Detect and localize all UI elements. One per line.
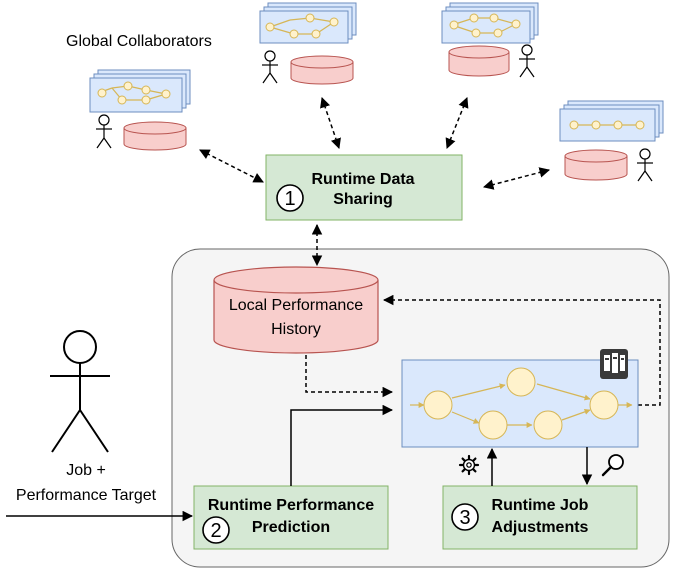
workflow-node (533, 410, 563, 440)
job-label-line1: Job + (66, 462, 106, 479)
prediction-to-workflow-arrow (290, 404, 394, 486)
local-performance-history: Local Performance History (213, 266, 379, 354)
sync-arrow-left (199, 149, 264, 183)
runtime-data-sharing-line2: Sharing (333, 191, 393, 208)
person-icon (637, 148, 653, 182)
person-icon (519, 44, 535, 78)
workflow-node (423, 390, 453, 420)
runtime-data-sharing-line1: Runtime Data (311, 171, 414, 188)
runtime-job-adj-line1: Runtime Job (492, 497, 589, 514)
workflow-node (506, 367, 536, 397)
workflow-icon (259, 2, 357, 44)
local-history-line2: History (271, 321, 321, 338)
runtime-job-adj-line2: Adjustments (492, 519, 589, 536)
job-label-line2: Performance Target (16, 487, 157, 504)
history-to-workflow-arrow (305, 355, 394, 398)
sync-arrow-right (482, 167, 551, 190)
collaborator-1 (89, 69, 191, 151)
runtime-job-adjustments-box: 3 Runtime Job Adjustments (442, 485, 638, 550)
runtime-data-sharing-box: 1 Runtime Data Sharing (265, 154, 463, 221)
person-icon (96, 114, 112, 149)
step-2-number: 2 (210, 520, 221, 542)
local-workflow (401, 359, 639, 448)
local-history-line1: Local Performance (229, 297, 363, 314)
step-3-number: 3 (459, 507, 470, 529)
workflow-to-history-arrow (382, 294, 661, 406)
step-1-number: 1 (284, 188, 295, 210)
person-icon (262, 50, 278, 84)
workflow-icon (89, 69, 191, 113)
workflow-icon (559, 100, 664, 142)
magnifier-icon (601, 454, 624, 477)
collaborator-3 (441, 2, 539, 78)
database-icon (290, 55, 354, 85)
step-1-marker (276, 184, 304, 212)
workflow-node (478, 410, 508, 440)
sync-arrow-top-right (445, 97, 469, 149)
sync-arrow-top-center (320, 97, 341, 149)
database-icon (448, 45, 510, 77)
runtime-perf-pred-line1: Runtime Performance (208, 497, 374, 514)
runtime-performance-prediction-box: 2 Runtime Performance Prediction (193, 485, 389, 550)
step-2-marker (202, 516, 230, 544)
global-collaborators-label: Global Collaborators (66, 33, 212, 50)
collaborator-2 (259, 2, 357, 85)
workflow-node (589, 390, 619, 420)
collaborator-4 (559, 100, 664, 182)
workflow-icon (441, 2, 539, 44)
server-icon (600, 349, 628, 379)
database-icon (123, 121, 187, 151)
gear-icon (458, 454, 480, 476)
runtime-perf-pred-line2: Prediction (252, 519, 330, 536)
database-icon (564, 149, 628, 181)
step-3-marker (451, 503, 479, 531)
person-icon (50, 330, 110, 453)
